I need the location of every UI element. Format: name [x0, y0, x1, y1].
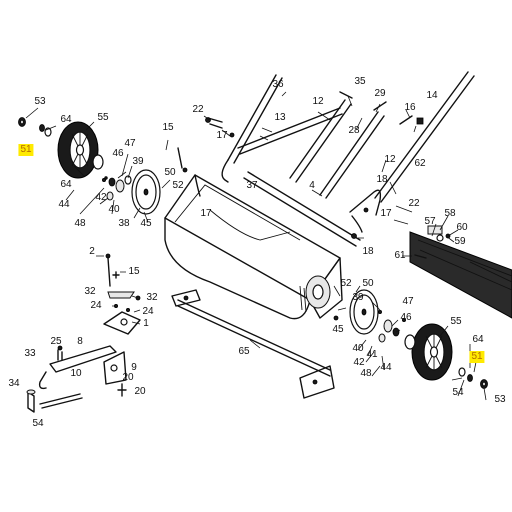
callout-24: 24	[142, 306, 154, 317]
callout-32: 32	[146, 292, 158, 303]
callout-42: 42	[353, 357, 365, 368]
callout-46: 46	[400, 312, 412, 323]
callout-20: 20	[134, 386, 146, 397]
callout-2: 2	[89, 246, 95, 257]
callout-46: 46	[112, 148, 124, 159]
callout-15: 15	[162, 122, 174, 133]
callout-17: 17	[216, 130, 228, 141]
callout-51-highlighted: 51	[469, 351, 485, 363]
callout-54: 54	[32, 418, 44, 429]
callout-17: 17	[200, 208, 212, 219]
callout-34: 34	[8, 378, 20, 389]
callout-4: 4	[309, 180, 315, 191]
callout-13: 13	[274, 112, 286, 123]
callout-51-highlighted: 51	[18, 144, 34, 156]
callout-62: 62	[414, 158, 426, 169]
callout-24: 24	[90, 300, 102, 311]
callout-45: 45	[140, 218, 152, 229]
callout-12: 12	[312, 96, 324, 107]
callout-10: 10	[70, 368, 82, 379]
callout-44: 44	[380, 362, 392, 373]
callout-1: 1	[143, 318, 149, 329]
handle-assembly	[205, 71, 475, 247]
callout-18: 18	[362, 246, 374, 257]
callout-37: 37	[246, 180, 258, 191]
callout-53: 53	[494, 394, 506, 405]
callout-35: 35	[354, 76, 366, 87]
callout-33: 33	[24, 348, 36, 359]
callout-14: 14	[426, 90, 438, 101]
callout-20: 20	[122, 372, 134, 383]
callout-64: 64	[60, 179, 72, 190]
callout-12: 12	[384, 154, 396, 165]
hitch-parts	[26, 253, 141, 413]
callout-47: 47	[402, 296, 414, 307]
callout-40: 40	[352, 343, 364, 354]
left-wheel	[18, 117, 104, 179]
callout-36: 36	[272, 79, 284, 90]
callout-22: 22	[408, 198, 420, 209]
callout-39: 39	[132, 156, 144, 167]
callout-52: 52	[172, 180, 184, 191]
right-gear-drive	[333, 289, 406, 343]
callout-28: 28	[348, 125, 360, 136]
callout-57: 57	[424, 216, 436, 227]
deflector-panel	[409, 225, 512, 319]
callout-48: 48	[74, 218, 86, 229]
callout-16: 16	[404, 102, 416, 113]
callout-39: 39	[352, 292, 364, 303]
callout-58: 58	[444, 208, 456, 219]
callout-64: 64	[60, 114, 72, 125]
callout-8: 8	[77, 336, 83, 347]
callout-32: 32	[84, 286, 96, 297]
callout-48: 48	[360, 368, 372, 379]
callout-40: 40	[108, 204, 120, 215]
callout-53: 53	[34, 96, 46, 107]
callout-9: 9	[131, 362, 137, 373]
callout-44: 44	[58, 199, 70, 210]
callout-17: 17	[380, 208, 392, 219]
hopper	[164, 147, 343, 320]
leader-lines	[25, 91, 487, 401]
callout-50: 50	[164, 167, 176, 178]
callout-55: 55	[450, 316, 462, 327]
callout-54: 54	[452, 387, 464, 398]
callout-25: 25	[50, 336, 62, 347]
callout-41: 41	[366, 349, 378, 360]
right-wheel	[404, 323, 488, 389]
callout-61: 61	[394, 250, 406, 261]
callout-47: 47	[124, 138, 136, 149]
callout-29: 29	[374, 88, 386, 99]
callout-50: 50	[362, 278, 374, 289]
callout-64: 64	[472, 334, 484, 345]
callout-45: 45	[332, 324, 344, 335]
callout-22: 22	[192, 104, 204, 115]
callout-60: 60	[456, 222, 468, 233]
left-gear-drive	[102, 169, 161, 215]
axle-bar	[171, 289, 335, 399]
callout-15: 15	[128, 266, 140, 277]
callout-65: 65	[238, 346, 250, 357]
callout-18: 18	[376, 174, 388, 185]
callout-38: 38	[118, 218, 130, 229]
callout-55: 55	[97, 112, 109, 123]
callout-59: 59	[454, 236, 466, 247]
callout-42: 42	[95, 192, 107, 203]
callout-52: 52	[340, 278, 352, 289]
